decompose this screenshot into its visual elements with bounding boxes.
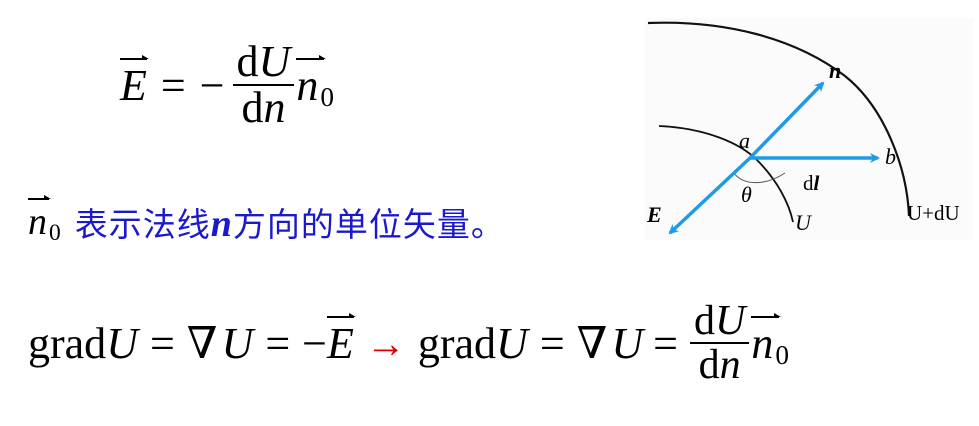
numerator: dU	[233, 40, 295, 84]
diagram-svg: n a b dl θ E U U+dU	[646, 21, 960, 235]
symbol-U: U	[258, 37, 291, 86]
subscript-0: 0	[49, 219, 61, 246]
symbol-U: U	[106, 318, 138, 368]
denominator: dn	[695, 344, 745, 386]
label-theta: θ	[741, 182, 752, 207]
note-text-after: 方向的单位矢量。	[232, 205, 505, 244]
symbol-n: n	[296, 60, 319, 110]
unit-vector-n0: n0	[296, 54, 334, 113]
differential-d: d	[241, 83, 264, 132]
symbol-U: U	[715, 298, 746, 344]
vector-arrow-icon	[751, 312, 781, 318]
vector-arrow-icon	[120, 54, 149, 60]
differential-d: d	[694, 298, 715, 344]
equals-sign: =	[160, 60, 186, 110]
angle-arc	[732, 171, 786, 184]
implies-arrow-icon: →	[365, 320, 406, 366]
label-dl-d: d	[803, 171, 814, 195]
grad-operator: grad	[28, 318, 107, 368]
unit-vector-n0: n0	[751, 312, 789, 371]
label-dl: dl	[803, 171, 820, 195]
vector-arrow-icon	[28, 195, 51, 200]
symbol-U: U	[611, 318, 644, 368]
equals-sign: =	[539, 318, 565, 368]
vector-arrow-icon	[326, 312, 356, 318]
bold-symbol-n: n	[210, 203, 233, 245]
label-n: n	[829, 58, 841, 83]
equals-sign: =	[149, 318, 175, 368]
symbol-n: n	[28, 201, 47, 243]
nabla-symbol: ∇	[186, 318, 218, 368]
fraction-bar	[690, 342, 750, 344]
differential-d: d	[698, 342, 720, 388]
label-U: U	[795, 210, 813, 235]
nabla-symbol: ∇	[576, 318, 608, 368]
label-a: a	[739, 128, 750, 153]
label-dl-l: l	[814, 171, 820, 195]
equipotential-curve-outer	[647, 21, 911, 217]
unit-vector-n0: n0	[28, 195, 61, 246]
symbol-U: U	[221, 318, 254, 368]
minus-sign: −	[302, 318, 327, 368]
numerator: dU	[690, 300, 749, 342]
label-E: E	[646, 202, 662, 227]
equipotential-curve-inner	[658, 125, 794, 223]
symbol-U: U	[496, 318, 528, 368]
grad-operator: grad	[417, 318, 497, 368]
symbol-n: n	[751, 318, 774, 368]
note-text: 表示法线n方向的单位矢量。	[75, 198, 505, 246]
subscript-0: 0	[320, 82, 334, 113]
fraction-bar	[232, 84, 295, 86]
fraction-dU-dn: dU dn	[690, 300, 750, 386]
label-b: b	[885, 144, 896, 169]
equation-field-gradient: E = − dU dn n0	[120, 40, 334, 130]
fraction-dU-dn: dU dn	[232, 40, 295, 130]
symbol-n: n	[719, 342, 741, 388]
symbol-E: E	[120, 60, 147, 110]
note-text-before: 表示法线	[74, 205, 211, 244]
unit-vector-note: n0 表示法线n方向的单位矢量。	[28, 195, 505, 246]
denominator: dn	[237, 86, 289, 130]
equals-sign: =	[265, 318, 291, 368]
minus-sign: −	[199, 60, 225, 110]
vector-E: E	[326, 312, 356, 369]
vector-E: E	[120, 54, 149, 111]
symbol-E: E	[326, 318, 354, 368]
differential-d: d	[236, 37, 259, 86]
equipotential-diagram: n a b dl θ E U U+dU	[645, 18, 973, 240]
symbol-n: n	[263, 83, 286, 132]
field-E-arrow-icon	[668, 156, 752, 235]
subscript-0: 0	[775, 340, 789, 371]
equals-sign: =	[653, 318, 678, 368]
vector-arrow-icon	[296, 54, 326, 60]
normal-arrow-icon	[748, 81, 825, 160]
label-U-plus-dU: U+dU	[907, 201, 960, 225]
